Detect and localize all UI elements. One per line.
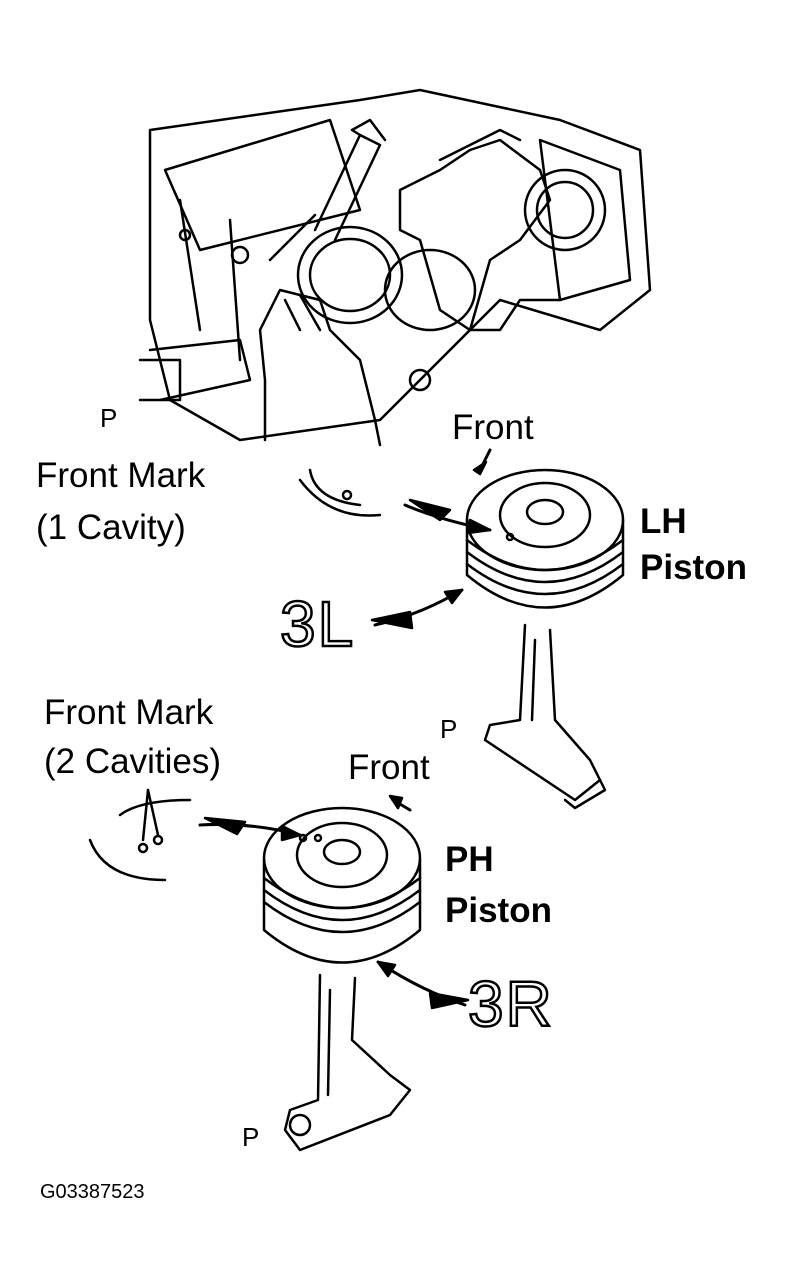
front-mark-1-detail-view (298, 468, 382, 517)
lh-piston-drawing (465, 468, 625, 810)
engine-block-drawing (138, 88, 652, 447)
ph-piston-label-line2: Piston (445, 891, 552, 930)
lh-piston-label-line2: Piston (640, 548, 747, 587)
front-label-bottom: Front (348, 748, 430, 787)
view-label-p-top: P (100, 403, 118, 433)
arrows (198, 448, 492, 1010)
piston-code-3r: 3R (467, 968, 554, 1040)
piston-code-3l: 3L (279, 588, 356, 660)
ph-piston-label-line1: PH (445, 840, 494, 879)
front-mark-2-detail-label: (2 Cavities) (44, 742, 221, 781)
front-mark-2-label: Front Mark (44, 693, 214, 732)
view-label-p-mid: P (440, 714, 458, 744)
front-label-top: Front (452, 408, 534, 447)
front-mark-1-detail-label: (1 Cavity) (36, 508, 186, 547)
front-mark-1-label: Front Mark (36, 456, 206, 495)
lh-piston-label-line1: LH (640, 502, 687, 541)
view-label-p-bottom: P (242, 1122, 260, 1152)
ph-piston-drawing (262, 806, 422, 1152)
front-mark-2-detail-view (88, 788, 192, 882)
figure-id: G03387523 (40, 1181, 145, 1203)
